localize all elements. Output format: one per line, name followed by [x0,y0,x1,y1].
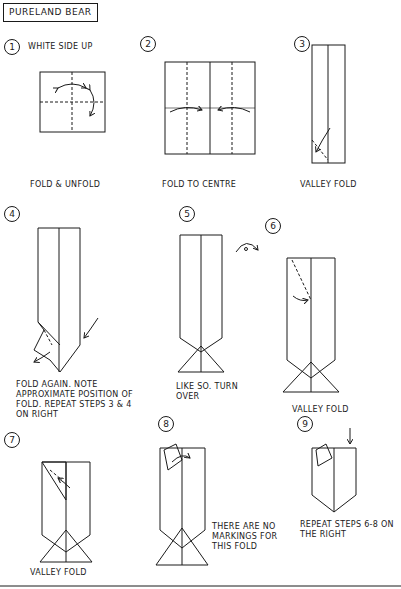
fold-line [201,235,202,372]
step7-shape [40,462,92,562]
fold-line [311,258,312,392]
step-number-circle: 7 [4,432,20,448]
step-number: 4 [9,209,15,219]
step-number: 5 [184,209,190,219]
fold-line [172,456,190,462]
step-number: 9 [302,419,308,429]
step3-strip [312,45,345,163]
instruction-note: VALLEY FOLD [30,568,125,578]
diagram-title: PURELAND BEAR [3,3,98,22]
bottom-rule [0,586,401,587]
instruction-note: VALLEY FOLD [292,405,387,415]
step-number: 2 [145,39,151,49]
instruction-note: LIKE SO. TURN OVER [176,382,238,402]
fold-line [334,448,335,512]
fold-line [312,45,345,163]
instruction-note: WHITE SIDE UP [28,42,138,52]
fold-line [316,444,332,466]
fold-line [90,90,94,116]
step-number: 1 [9,42,15,52]
step2-square [165,62,255,154]
fold-line [283,362,339,392]
fold-line [34,228,80,372]
fold-line [40,72,105,132]
step-number-circle: 6 [265,218,281,234]
step8-shape [156,444,208,565]
step-number-circle: 5 [179,206,195,222]
fold-line [58,478,70,488]
fold-line [34,352,50,362]
fold-line [40,102,105,103]
fold-line [44,330,52,345]
step-number-circle: 1 [4,39,20,55]
fold-line [316,128,330,152]
instruction-note: VALLEY FOLD [300,180,395,190]
instruction-note: FOLD AGAIN. NOTE APPROXIMATE POSITION OF… [16,380,144,420]
fold-line [293,296,308,301]
step-number-circle: 9 [297,416,313,432]
step-number: 7 [9,435,15,445]
fold-line [350,428,351,444]
step-number-circle: 2 [140,36,156,52]
fold-line [58,84,86,88]
instruction-note: FOLD TO CENTRE [162,180,272,190]
step1-square [40,72,105,132]
step-number-circle: 4 [4,206,20,222]
fold-line [50,470,62,480]
fold-line [165,62,255,154]
fold-line [156,528,208,565]
fold-line [38,322,60,345]
fold-line [312,140,328,160]
step-number-circle: 8 [158,416,174,432]
fold-line [218,107,250,112]
fold-line [236,243,258,252]
fold-line [182,448,183,565]
fold-line [292,260,311,300]
fold-line [40,530,92,562]
step4-strip [34,228,98,372]
fold-line [312,448,356,512]
fold-line [59,228,60,372]
fold-line [178,346,224,372]
step5-shape [178,235,258,372]
step-number: 6 [270,221,276,231]
step9-shape [312,428,356,512]
instruction-note: FOLD & UNFOLD [30,180,130,190]
step-number-circle: 3 [294,36,310,52]
instruction-note: THERE ARE NO MARKINGS FOR THIS FOLD [212,522,292,552]
step-number: 3 [299,39,305,49]
step6-shape [283,258,339,392]
fold-line [84,318,98,338]
instruction-note: REPEAT STEPS 6-8 ON THE RIGHT [300,520,396,540]
fold-line [328,45,329,163]
fold-line [245,248,248,251]
fold-line [170,107,202,112]
step-number: 8 [163,419,169,429]
